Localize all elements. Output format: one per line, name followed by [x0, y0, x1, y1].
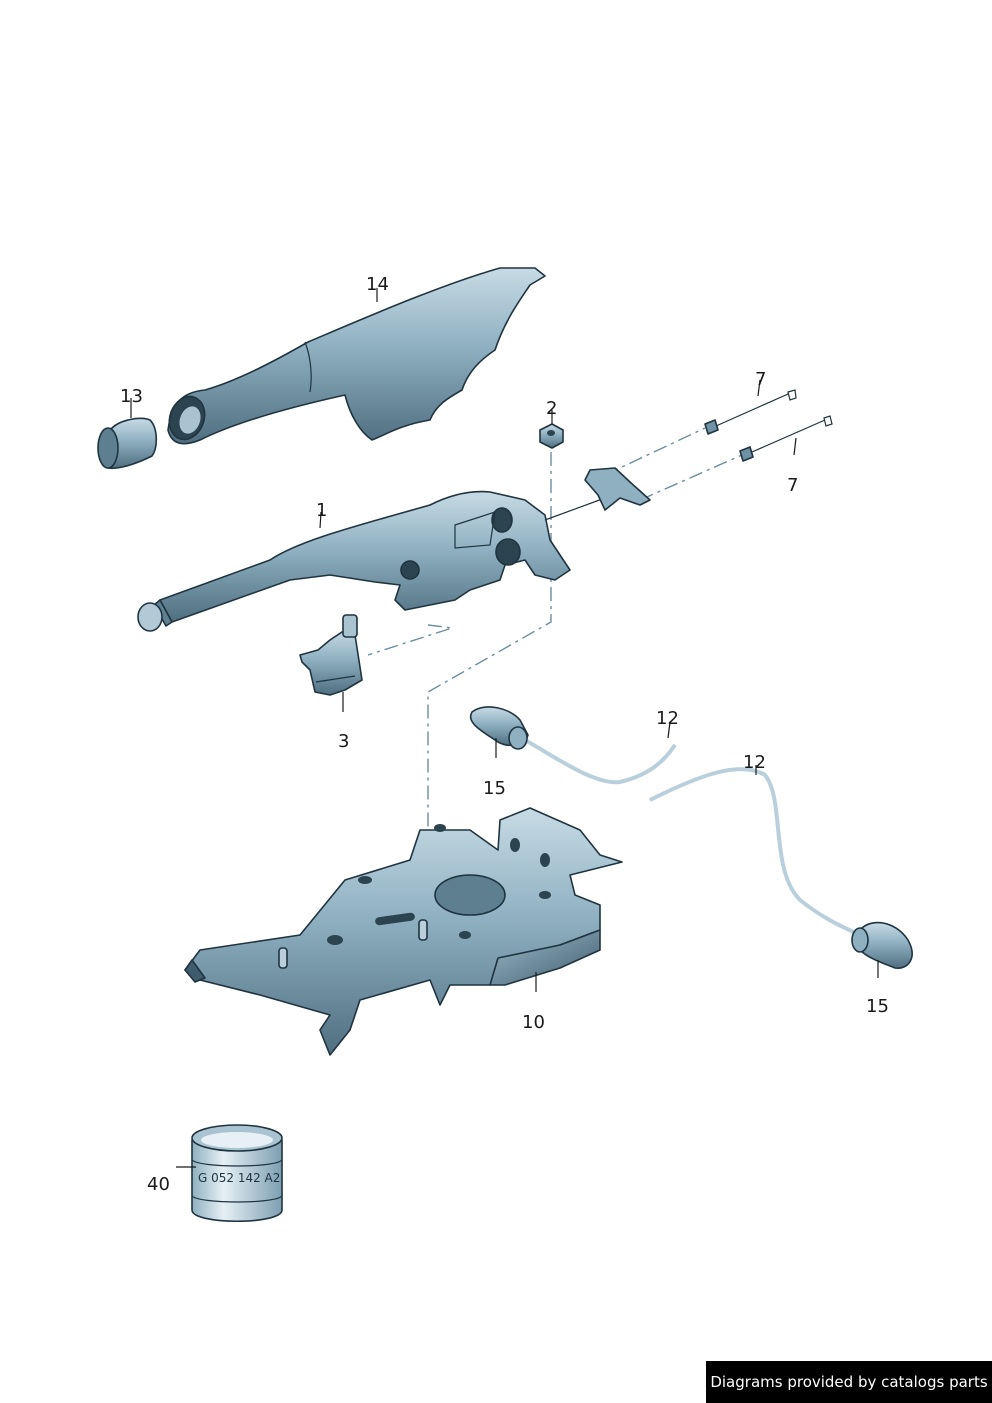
sealant-label: G 052 142 A2 [198, 1171, 280, 1185]
callout-7-top: 7 [755, 369, 766, 390]
callouts: 14 13 2 7 7 1 3 12 12 15 15 10 40 [120, 274, 889, 1195]
callout-12-left: 12 [656, 708, 679, 729]
mounting-bracket [184, 807, 623, 1056]
callout-13: 13 [120, 386, 143, 407]
callout-3: 3 [338, 731, 349, 752]
attribution-banner: Diagrams provided by catalogs parts [706, 1361, 992, 1403]
callout-40: 40 [147, 1174, 170, 1195]
warning-switch [299, 614, 363, 696]
attribution-text: Diagrams provided by catalogs parts [710, 1373, 988, 1391]
leader-lines [130, 288, 879, 1168]
handbrake-grip-cover [167, 267, 546, 445]
cable-guides [524, 738, 861, 937]
callout-15-left: 15 [483, 778, 506, 799]
hex-nut [539, 423, 564, 449]
handbrake-lever [137, 467, 651, 632]
callout-14: 14 [366, 274, 389, 295]
assembly-lines [367, 427, 743, 930]
callout-10: 10 [522, 1012, 545, 1033]
callout-1: 1 [316, 500, 327, 521]
sealant-can: G 052 142 A2 [191, 1124, 283, 1222]
brake-cables [704, 389, 833, 462]
grommets [469, 706, 913, 969]
callout-15-right: 15 [866, 996, 889, 1017]
end-cap [97, 417, 158, 470]
callout-12-right: 12 [743, 752, 766, 773]
callout-2: 2 [546, 398, 557, 419]
callout-7-bottom: 7 [787, 475, 798, 496]
